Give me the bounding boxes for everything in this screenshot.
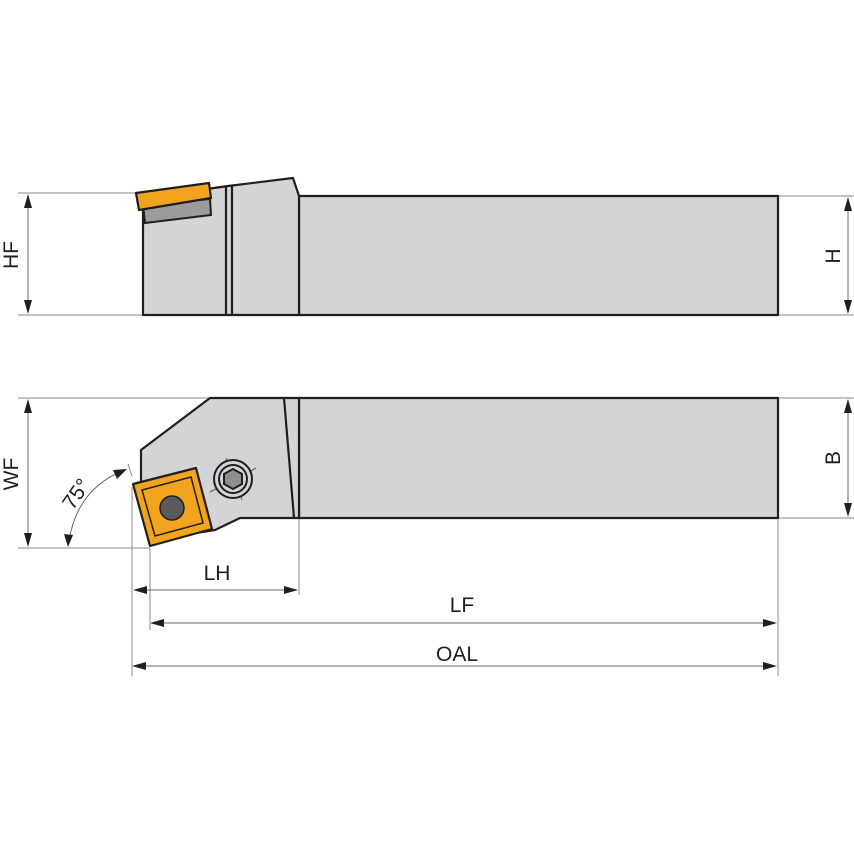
lf-label: LF	[450, 594, 475, 617]
lf-arrow-right	[763, 619, 777, 627]
hex-socket-screw-icon	[209, 457, 257, 501]
lh-arrow-left	[133, 586, 147, 594]
wf-arrow-bottom	[24, 533, 32, 547]
angle-arrow-top	[113, 469, 127, 479]
b-label: B	[822, 451, 845, 465]
square-insert-icon	[131, 466, 214, 548]
angle-arrow-bottom	[64, 534, 73, 547]
h-arrow-top	[844, 197, 852, 211]
angle-arc	[68, 469, 125, 543]
wf-label: WF	[0, 458, 23, 491]
shank-side	[297, 194, 780, 317]
b-arrow-bottom	[844, 503, 852, 517]
oal-label: OAL	[436, 643, 478, 666]
lh-label: LH	[204, 562, 231, 585]
oal-arrow-right	[763, 662, 777, 670]
insert-hole	[159, 495, 185, 521]
hf-arrow-top	[24, 194, 32, 208]
head-taper-line	[282, 397, 296, 519]
h-arrow-bottom	[844, 300, 852, 314]
top-view: WF 75° B LH LF OAL	[0, 396, 854, 676]
b-arrow-top	[844, 399, 852, 413]
shank-top	[297, 396, 780, 520]
lh-arrow-right	[284, 586, 298, 594]
insert-side	[134, 181, 213, 212]
insert-chipbreaker	[141, 476, 204, 537]
oal-arrow-left	[132, 662, 146, 670]
angle-label: 75°	[58, 475, 95, 514]
hf-label: HF	[0, 241, 23, 269]
wf-arrow-top	[24, 399, 32, 413]
side-view: HF H	[0, 176, 854, 317]
angle-tick	[127, 463, 133, 477]
hf-arrow-bottom	[24, 300, 32, 314]
h-label: H	[822, 248, 845, 263]
lf-arrow-left	[150, 619, 164, 627]
